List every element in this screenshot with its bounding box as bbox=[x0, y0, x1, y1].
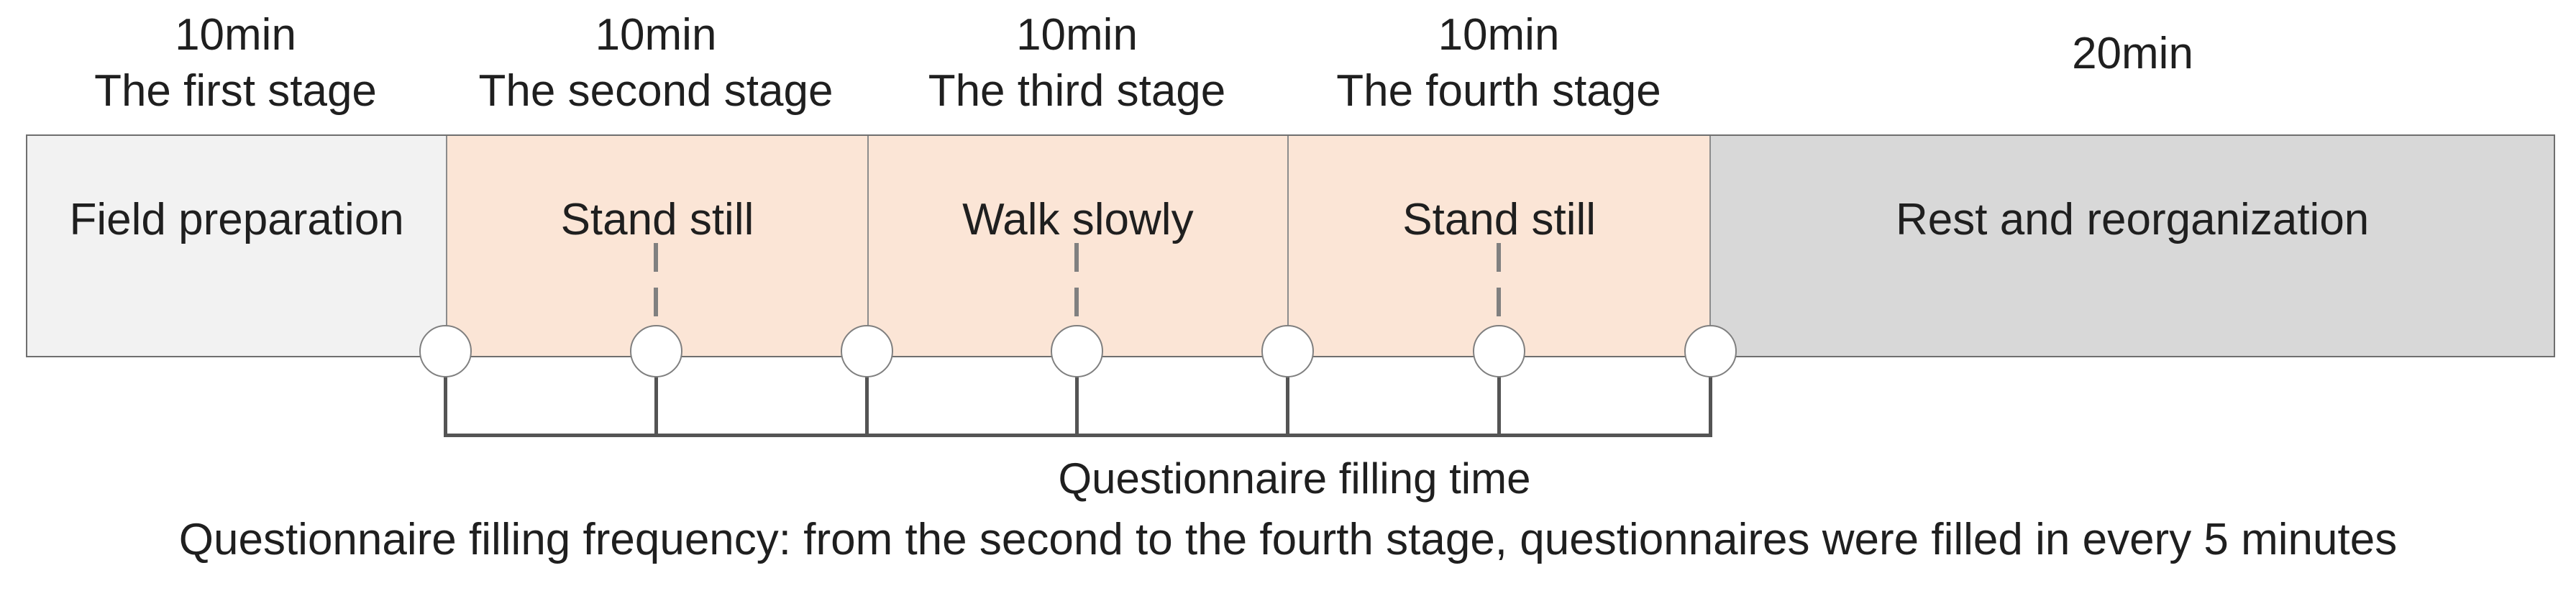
stage5-duration: 20min bbox=[2072, 29, 2193, 78]
questionnaire-bracket-line bbox=[445, 434, 1710, 437]
stage3-duration: 10min bbox=[1016, 10, 1138, 60]
time-marker-circle-1 bbox=[419, 325, 472, 377]
stage5-header: 20min bbox=[1710, 26, 2555, 82]
segment-field-preparation: Field preparation bbox=[27, 136, 447, 356]
dashed-connector-stage3 bbox=[1074, 243, 1079, 319]
stage1-header: 10min The first stage bbox=[26, 7, 445, 119]
questionnaire-filling-time-label: Questionnaire filling time bbox=[1058, 454, 1531, 503]
marker-stub-5 bbox=[1286, 375, 1289, 437]
time-marker-circle-2 bbox=[630, 325, 682, 377]
stage2-header: 10min The second stage bbox=[445, 7, 867, 119]
stage4-name: The fourth stage bbox=[1336, 66, 1661, 116]
stage1-name: The first stage bbox=[94, 66, 377, 116]
stage2-duration: 10min bbox=[595, 10, 717, 60]
time-marker-circle-5 bbox=[1261, 325, 1314, 377]
time-marker-circle-6 bbox=[1473, 325, 1525, 377]
segment-field-preparation-label: Field preparation bbox=[69, 195, 404, 244]
stage4-header: 10min The fourth stage bbox=[1287, 7, 1710, 119]
time-marker-circle-7 bbox=[1684, 325, 1737, 377]
stage2-name: The second stage bbox=[478, 66, 833, 116]
marker-stub-4 bbox=[1075, 375, 1079, 437]
marker-stub-1 bbox=[444, 375, 447, 437]
dashed-connector-stage2 bbox=[654, 243, 658, 319]
marker-stub-2 bbox=[654, 375, 658, 437]
segment-stand-still-2: Stand still bbox=[1287, 136, 1710, 356]
segment-walk-slowly-label: Walk slowly bbox=[962, 195, 1194, 244]
segment-rest-reorganization-label: Rest and reorganization bbox=[1895, 195, 2370, 244]
stage1-duration: 10min bbox=[175, 10, 296, 60]
dashed-connector-stage4 bbox=[1497, 243, 1501, 319]
marker-stub-3 bbox=[865, 375, 869, 437]
segment-stand-still-2-label: Stand still bbox=[1402, 195, 1597, 244]
segment-stand-still-1: Stand still bbox=[446, 136, 867, 356]
stage3-name: The third stage bbox=[928, 66, 1226, 116]
time-marker-circle-3 bbox=[841, 325, 893, 377]
segment-stand-still-1-label: Stand still bbox=[560, 195, 754, 244]
stage4-duration: 10min bbox=[1438, 10, 1560, 60]
timeline-bar: Field preparation Stand still Walk slowl… bbox=[26, 134, 2555, 357]
marker-stub-7 bbox=[1709, 375, 1712, 437]
segment-rest-reorganization: Rest and reorganization bbox=[1709, 136, 2554, 356]
questionnaire-frequency-caption: Questionnaire filling frequency: from th… bbox=[178, 515, 2398, 564]
time-marker-circle-4 bbox=[1051, 325, 1103, 377]
stage3-header: 10min The third stage bbox=[867, 7, 1287, 119]
marker-stub-6 bbox=[1497, 375, 1501, 437]
